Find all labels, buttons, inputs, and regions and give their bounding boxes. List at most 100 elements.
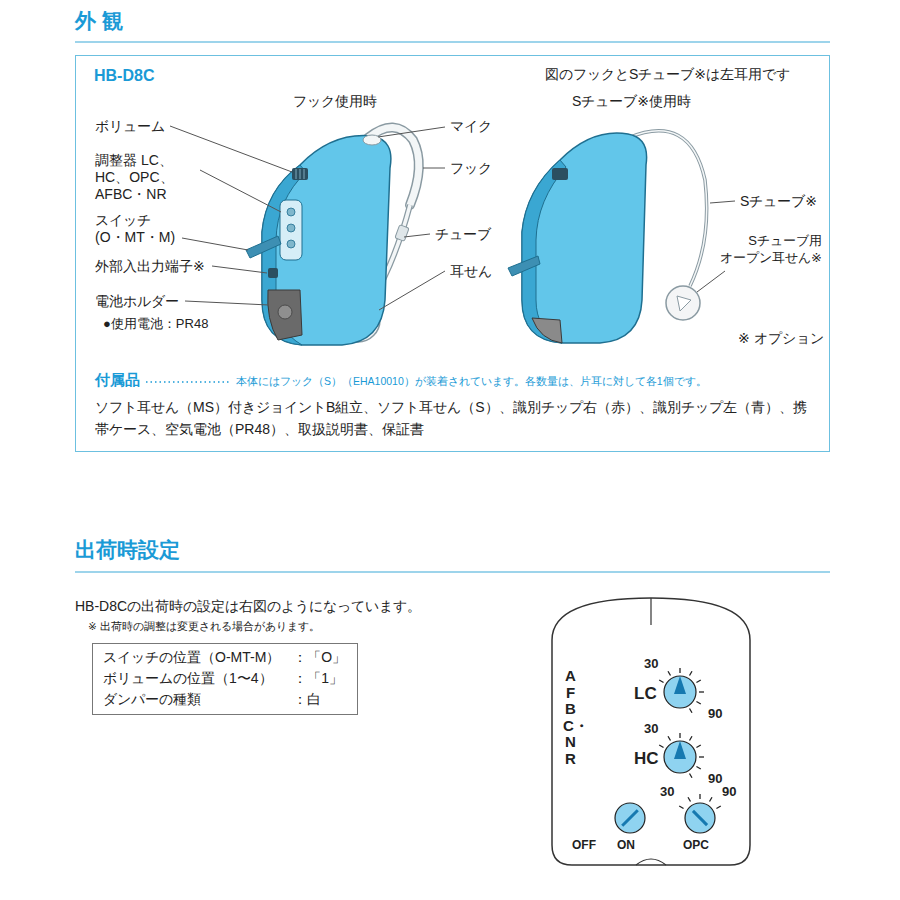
open-earpiece bbox=[666, 286, 700, 320]
label-holder: ボリューム bbox=[95, 118, 165, 136]
scale-number: 30 bbox=[644, 656, 658, 671]
tick bbox=[659, 680, 663, 683]
part-label: マイク bbox=[450, 118, 492, 136]
tick bbox=[690, 736, 693, 740]
body-text: HB-D8Cの出荷時の設定は右図のようになっています。 bbox=[75, 598, 421, 616]
tick bbox=[696, 680, 700, 683]
switch-position: OFF bbox=[572, 838, 596, 852]
text-holder: AFBC・NR bbox=[563, 668, 578, 767]
tick bbox=[690, 773, 693, 777]
heading-rules bbox=[75, 42, 830, 572]
hearing-aid-tube-figure bbox=[508, 131, 707, 343]
label-holder: チューブ bbox=[435, 226, 491, 244]
part-label: ※ オプション bbox=[738, 330, 824, 348]
leader-line bbox=[697, 271, 725, 292]
label-holder: ソフト耳せん（MS）付きジョイントB組立、ソフト耳せん（S）、識別チップ右（赤）… bbox=[95, 396, 820, 440]
dial-ticks bbox=[659, 668, 704, 713]
adjuster-panel: AFBC・NRLC3090HC30903090OFFONOPC bbox=[550, 595, 752, 867]
section-heading: 出荷時設定 bbox=[75, 537, 180, 563]
part-label: 図のフックとSチューブ※は左耳用です bbox=[545, 66, 790, 84]
text-holder: LC bbox=[634, 684, 657, 704]
label-holder: ●使用電池：PR48 bbox=[103, 316, 208, 332]
leader-line bbox=[182, 238, 248, 250]
dotted-leader bbox=[146, 381, 231, 383]
nr-switch bbox=[615, 803, 645, 833]
label-holder: Sチューブ※ bbox=[740, 193, 817, 211]
label-holder: ※ オプション bbox=[738, 330, 824, 348]
adjuster-knob bbox=[287, 224, 295, 232]
tick bbox=[696, 702, 700, 705]
lc-dial bbox=[659, 668, 704, 713]
leader-line bbox=[379, 271, 445, 310]
tick bbox=[679, 806, 683, 809]
tick bbox=[690, 671, 693, 675]
leader-line bbox=[378, 127, 445, 137]
battery-holder bbox=[268, 290, 302, 340]
switch-knob bbox=[615, 803, 645, 833]
dial-name: OPC bbox=[683, 838, 709, 852]
part-label: フック bbox=[450, 160, 492, 178]
part-label: 電池ホルダー bbox=[95, 293, 179, 311]
part-label: Sチューブ※ bbox=[740, 193, 817, 211]
label-holder: 調整器 LC、HC、OPC、AFBC・NR bbox=[95, 152, 195, 203]
part-label: 調整器 LC、HC、OPC、AFBC・NR bbox=[95, 152, 195, 203]
scale-number: 30 bbox=[644, 721, 658, 736]
tick bbox=[710, 797, 713, 801]
dial-knob bbox=[685, 803, 715, 833]
part-label: ●使用電池：PR48 bbox=[103, 316, 208, 332]
text-holder: 90 bbox=[708, 771, 722, 786]
adjuster-plate bbox=[280, 200, 302, 260]
battery-holder bbox=[532, 318, 562, 343]
label-holder: HB-D8Cの出荷時の設定は右図のようになっています。 bbox=[75, 598, 421, 616]
text-holder: HC bbox=[634, 749, 659, 769]
leader-line bbox=[404, 234, 430, 237]
label-holder: ※ 出荷時の調整は変更される場合があります。 bbox=[88, 620, 320, 633]
scale-number: 90 bbox=[722, 784, 736, 799]
table-cell: ：「1」 bbox=[293, 670, 347, 688]
heading-holder: 外 観 bbox=[75, 8, 123, 34]
part-label: フック使用時 bbox=[293, 93, 377, 111]
text-holder: OPC bbox=[683, 838, 709, 852]
battery bbox=[278, 305, 292, 319]
dial-name: LC bbox=[634, 684, 657, 704]
part-label: ボリューム bbox=[95, 118, 165, 136]
dial-knob bbox=[664, 676, 696, 708]
dial-pointer bbox=[674, 676, 686, 694]
model-name: HB-D8C bbox=[94, 66, 154, 86]
label-holder: 図のフックとSチューブ※は左耳用です bbox=[545, 66, 790, 84]
text-holder: 30 bbox=[644, 656, 658, 671]
leader-lines bbox=[170, 126, 735, 310]
tick bbox=[696, 745, 700, 748]
switch-lever bbox=[246, 236, 281, 258]
switch-lever bbox=[508, 256, 540, 276]
tick bbox=[679, 733, 680, 738]
dial-ticks bbox=[659, 733, 704, 778]
note-text: 本体にはフック（S）（EHA10010）が装着されています。各数量は、片耳に対し… bbox=[236, 375, 707, 388]
heading-rule bbox=[75, 41, 830, 43]
text-holder: ボリュームの位置（1〜4） bbox=[103, 670, 281, 688]
tick bbox=[699, 691, 704, 692]
table-cell: スイッチの位置（O-MT-M） bbox=[103, 649, 281, 667]
volume-rib bbox=[296, 169, 297, 179]
scale-number: 30 bbox=[660, 784, 674, 799]
tube-clip bbox=[395, 225, 409, 242]
opc-dial bbox=[679, 794, 721, 833]
tick bbox=[688, 797, 691, 801]
adjuster-knob bbox=[287, 208, 295, 216]
tick bbox=[696, 767, 700, 770]
hearing-aid-hook-figure bbox=[246, 127, 419, 345]
scale-number: 90 bbox=[708, 771, 722, 786]
tick bbox=[668, 736, 671, 740]
section-subheading: 付属品 bbox=[95, 371, 140, 390]
part-label: 外部入出力端子※ bbox=[95, 258, 205, 276]
label-holder: マイク bbox=[450, 118, 492, 136]
tick bbox=[699, 756, 704, 757]
text-holder: 90 bbox=[708, 706, 722, 721]
tick bbox=[690, 708, 693, 712]
table-cell: ダンパーの種類 bbox=[103, 691, 281, 709]
outline-panel: HB-D8C bbox=[75, 55, 830, 452]
part-label: Sチューブ用 オープン耳せん※ bbox=[712, 232, 822, 266]
part-label: チューブ bbox=[435, 226, 491, 244]
label-holder: スイッチ (O・MT・M) bbox=[95, 212, 180, 246]
